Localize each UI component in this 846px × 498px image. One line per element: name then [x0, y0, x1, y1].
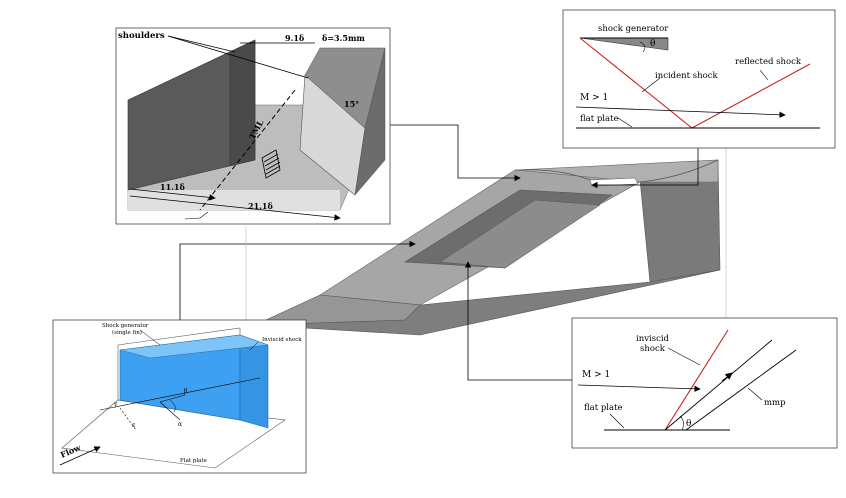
- panel-bottom-right: inviscid shock M > 1 flat plate mmp θ: [571, 317, 838, 449]
- br-flow-arrow: [577, 384, 701, 393]
- tl-dim-top-label: 9.1δ: [285, 33, 305, 43]
- connector-bottom-left: [179, 240, 416, 320]
- br-inviscid-label: inviscid: [636, 334, 670, 344]
- bl-inviscid-leader: [249, 341, 259, 351]
- central-model: [254, 159, 721, 336]
- tl-dim-mid-label: 11.1δ: [160, 182, 185, 192]
- bl-axis-z: [119, 407, 137, 431]
- model-channel-band: [439, 199, 601, 269]
- bl-shock-plane-top: [119, 334, 269, 359]
- bl-axis-z-label: z: [132, 422, 135, 429]
- panel-bottom-right-frame: [571, 317, 838, 449]
- br-wedge-line-2: [685, 349, 797, 431]
- br-wedge-arrow: [721, 372, 733, 382]
- tl-axis-b: [184, 217, 201, 220]
- tl-shoulders-line-2: [167, 35, 309, 79]
- tr-reflected-leader: [759, 69, 769, 81]
- tl-shoulders-line-1: [167, 35, 236, 53]
- connector-top-left: [390, 124, 521, 182]
- tl-angle-right-label: 15°: [344, 99, 359, 109]
- tl-left-fin-edge: [229, 39, 256, 167]
- tl-dim-long-line: [129, 195, 341, 221]
- tl-angle-left-label: 7°: [166, 72, 176, 82]
- model-shoulder-curve-right: [639, 159, 719, 183]
- bl-shock-plane-side: [239, 334, 269, 429]
- tr-incident-shock-label: incident shock: [655, 71, 718, 81]
- bl-flat-plate: [61, 399, 286, 469]
- bl-alpha-arc: [169, 399, 176, 413]
- bl-inviscid-shock-label: Inviscid shock: [262, 337, 302, 343]
- connector-top-right: [591, 148, 699, 189]
- br-inviscid-leader: [667, 347, 701, 366]
- connectors: [179, 124, 727, 381]
- br-flat-plate-label: flat plate: [584, 403, 623, 413]
- tr-theta-arc: [639, 41, 646, 53]
- bl-axis-y-label: y: [113, 401, 118, 408]
- bl-single-fin-label: (single fin): [112, 329, 142, 336]
- tr-plate-leader: [617, 117, 633, 128]
- panel-top-left: shoulders 9.1δ δ=3.5mm 7° 15° TML 11.1δ …: [115, 27, 391, 225]
- br-shock-label: shock: [640, 344, 666, 354]
- tr-theta-label: θ: [650, 39, 655, 49]
- tr-reflected-shock-label: reflected shock: [735, 57, 802, 67]
- br-mmp-leader: [747, 387, 763, 401]
- bl-flow-arrow: [59, 446, 101, 466]
- br-plate-leader: [609, 413, 625, 429]
- bl-axis-alpha: [159, 401, 181, 421]
- bl-axis-beta: [159, 394, 186, 403]
- br-wedge-line-1: [664, 339, 773, 431]
- tr-mach-label: M > 1: [580, 93, 608, 103]
- br-mmp-label: mmp: [764, 398, 786, 408]
- tl-floor-front: [128, 190, 340, 210]
- br-mach-label: M > 1: [582, 370, 610, 380]
- tl-dim-delta-label: δ=3.5mm: [322, 33, 365, 43]
- br-inviscid-shock: [664, 329, 729, 431]
- bl-axis-x: [99, 377, 261, 411]
- bl-beta-label: β: [184, 388, 188, 395]
- tl-dim-long-label: 21.1δ: [248, 201, 273, 211]
- tr-flat-plate-label: flat plate: [580, 114, 619, 124]
- panel-top-right: shock generator θ incident shock reflect…: [562, 9, 836, 149]
- connector-bottom-right: [464, 261, 572, 381]
- model-leading-edge: [254, 294, 421, 326]
- tr-incident-shock: [579, 37, 693, 129]
- bl-flat-plate-label: Flat plate: [180, 458, 207, 464]
- tr-incident-leader: [641, 77, 661, 93]
- bl-generator-leader: [139, 329, 161, 346]
- tl-dim-mid-line: [129, 188, 216, 201]
- model-shoulder-curve-left: [514, 169, 591, 181]
- tl-shoulders-label: shoulders: [118, 31, 165, 41]
- bl-shock-generator-label: Shock generator: [102, 323, 149, 329]
- tl-probe-hatch: [261, 149, 281, 179]
- tr-reflected-shock: [691, 63, 811, 129]
- panel-bottom-left: Shock generator (single fin) Inviscid sh…: [52, 319, 307, 474]
- panel-top-right-frame: [562, 9, 836, 149]
- tl-centerline: [199, 89, 296, 211]
- tl-axis-a: [199, 211, 209, 219]
- tr-flow-arrow: [575, 106, 786, 118]
- bl-alpha-label: α: [178, 421, 182, 428]
- br-theta-arc: [679, 415, 684, 431]
- br-theta-label: θ: [686, 419, 691, 429]
- tl-right-fin-side: [354, 47, 386, 196]
- tr-shock-generator-label: shock generator: [598, 24, 669, 34]
